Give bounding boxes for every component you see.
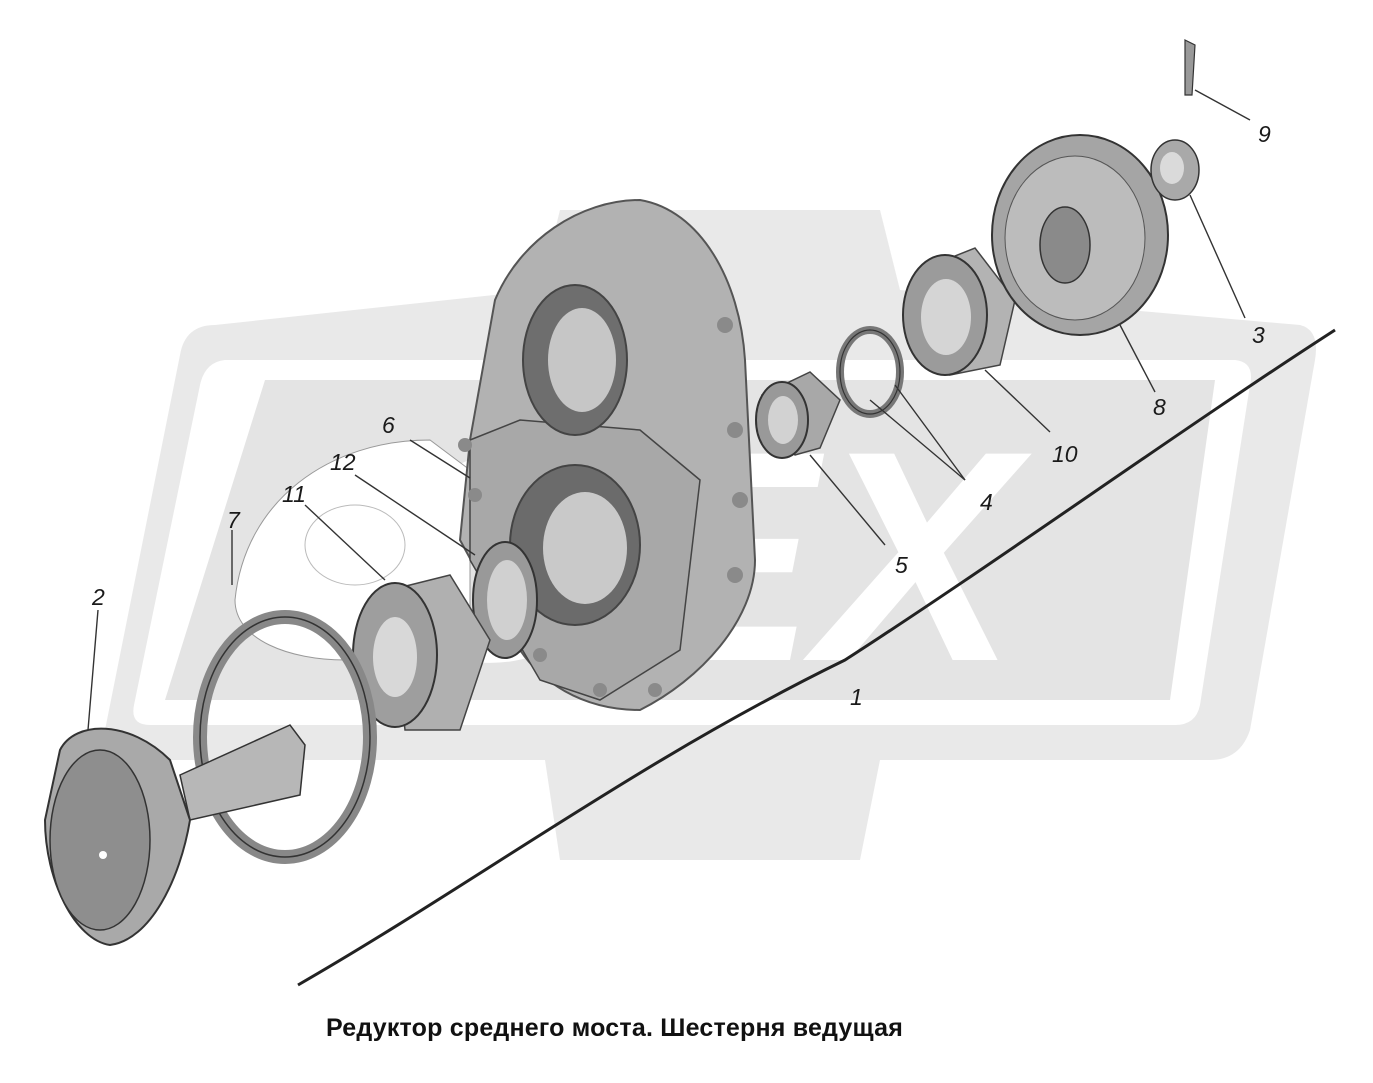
driven-gear: [991, 134, 1169, 336]
leader-lines: [87, 89, 1251, 731]
callout-1: 1: [850, 684, 863, 710]
spacer-bushing: [755, 371, 841, 459]
callout-6: 6: [382, 412, 395, 438]
diagram-title: Редуктор среднего моста. Шестерня ведуща…: [326, 1014, 904, 1042]
callout-8: 8: [1153, 394, 1166, 420]
ring: [836, 326, 904, 418]
leader-line-1: [297, 328, 1336, 987]
seal-ring: [193, 610, 377, 864]
bearing-cup: [472, 541, 538, 659]
nut: [1150, 139, 1200, 201]
callout-12: 12: [330, 449, 356, 475]
callout-10: 10: [1052, 441, 1078, 467]
callout-2: 2: [91, 584, 105, 610]
callout-7: 7: [227, 507, 241, 533]
drive-gear: [43, 724, 306, 947]
callout-9: 9: [1258, 121, 1271, 147]
callout-labels: 1 2 3 4 5 6 7 8 9 10 11 12: [91, 121, 1271, 710]
tapered-bearing: [352, 574, 491, 731]
housing: [458, 198, 757, 712]
callout-4: 4: [980, 489, 993, 515]
callout-11: 11: [282, 481, 306, 507]
callout-3: 3: [1252, 322, 1265, 348]
cotter-pin: [1184, 39, 1196, 96]
callout-5: 5: [895, 552, 908, 578]
roller-bearing: [902, 247, 1016, 376]
